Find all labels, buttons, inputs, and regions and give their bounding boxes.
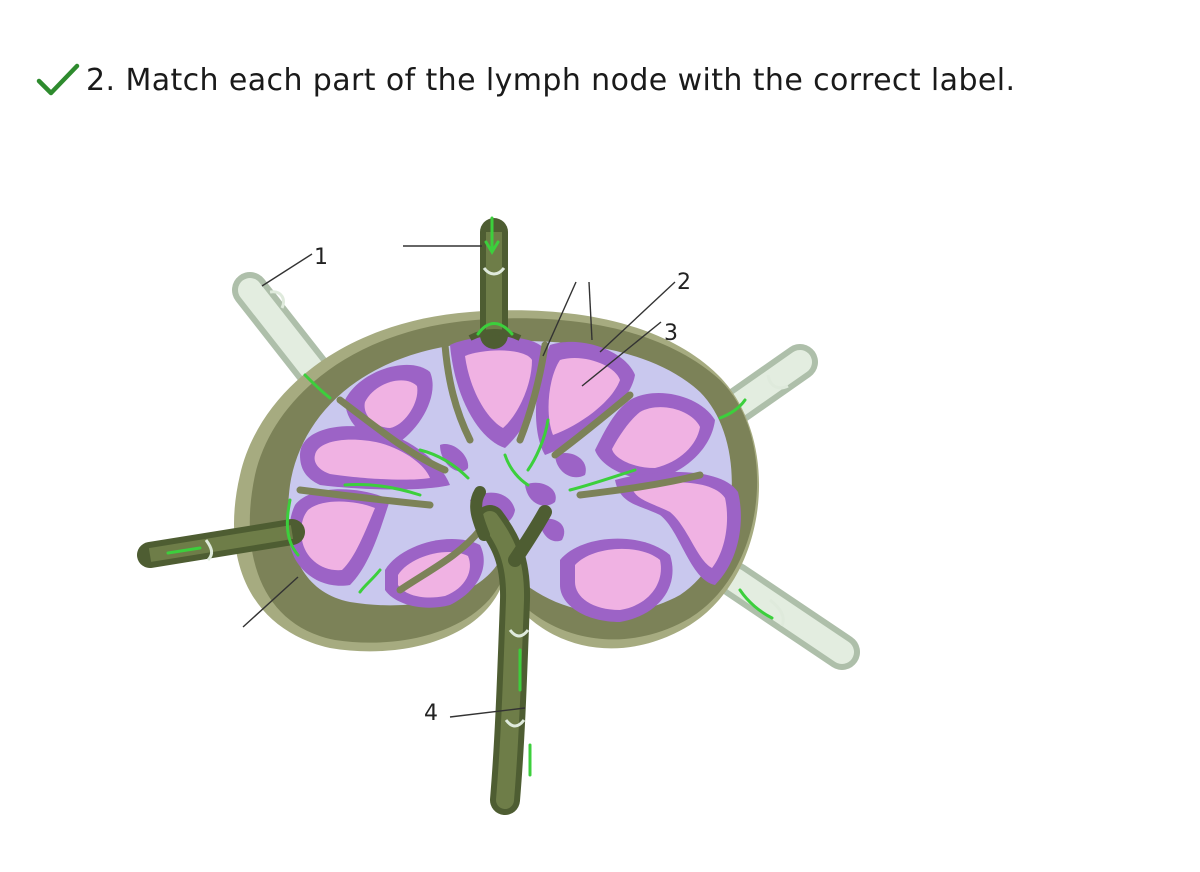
efferent-lymphatic-vessel — [476, 492, 545, 800]
label-2: 2 — [677, 270, 691, 295]
label-4: 4 — [424, 701, 438, 726]
label-1: 1 — [314, 245, 328, 270]
label-3: 3 — [664, 321, 678, 346]
